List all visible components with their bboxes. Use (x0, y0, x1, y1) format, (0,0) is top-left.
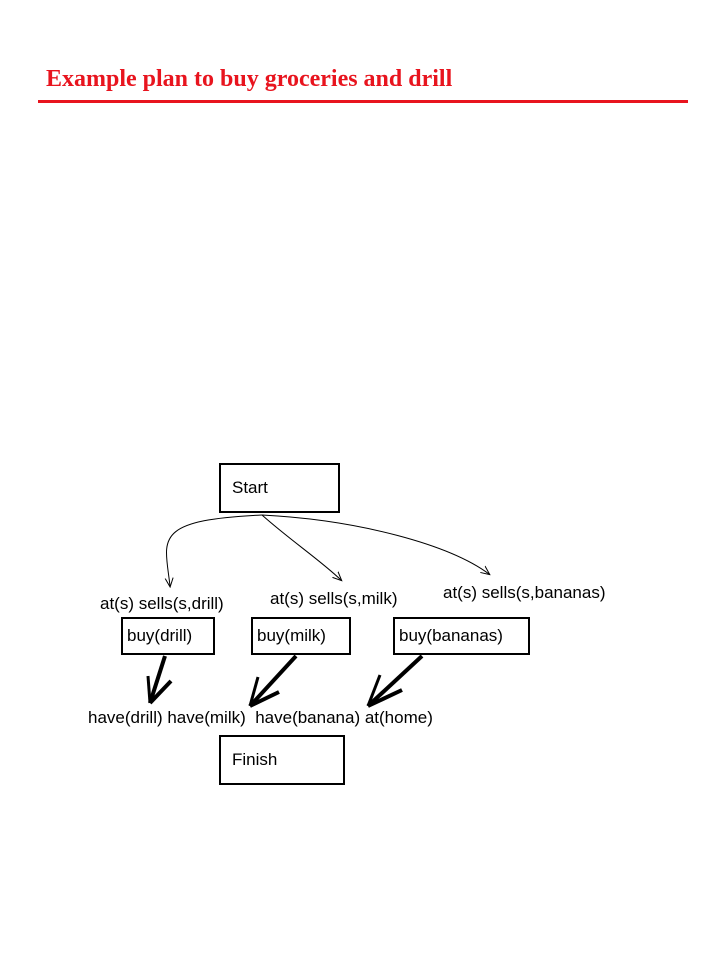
preconditions-buy-bananas: at(s) sells(s,bananas) (443, 583, 606, 602)
causal-link-milk (248, 654, 298, 708)
slide-title: Example plan to buy groceries and drill (46, 66, 453, 92)
preconditions-buy-drill: at(s) sells(s,drill) (100, 594, 224, 613)
finish-preconditions: have(drill) have(milk) have(banana) at(h… (88, 708, 433, 727)
action-buy-bananas: buy(bananas) (393, 617, 530, 655)
link-start-to-milk (261, 514, 341, 580)
link-start-to-bananas (261, 514, 489, 574)
causal-link-bananas (366, 654, 424, 708)
causal-link-drill (146, 655, 173, 705)
preconditions-buy-milk: at(s) sells(s,milk) (270, 589, 398, 608)
finish-step: Finish (219, 735, 345, 785)
link-start-to-drill (166, 514, 263, 586)
action-buy-drill: buy(drill) (121, 617, 215, 655)
title-rule (38, 100, 688, 103)
start-step: Start (219, 463, 340, 513)
action-buy-milk: buy(milk) (251, 617, 351, 655)
